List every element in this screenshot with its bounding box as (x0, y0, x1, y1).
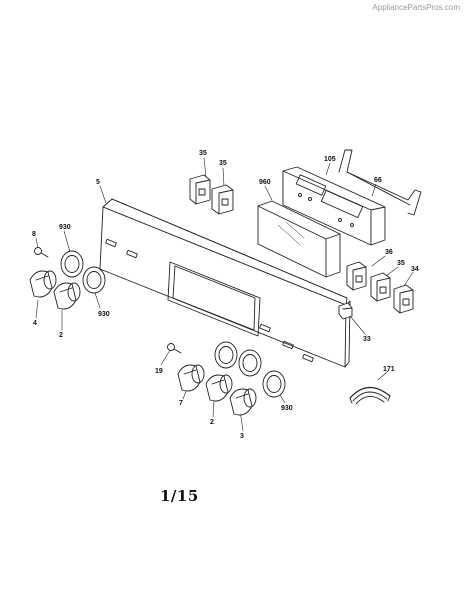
callout-66: 66 (374, 177, 382, 184)
callout-930a: 930 (59, 224, 71, 231)
callout-2a: 2 (59, 332, 63, 339)
page-number: 1/15 (160, 487, 199, 505)
callout-7: 7 (179, 400, 183, 407)
knob-2a (53, 282, 81, 310)
clip-33 (338, 302, 353, 320)
callout-930c: 930 (281, 405, 293, 412)
callout-36: 36 (385, 249, 393, 256)
switch-36 (346, 261, 367, 291)
screw-8 (34, 247, 49, 258)
control-board-105 (282, 166, 386, 246)
callout-960: 960 (259, 179, 271, 186)
callout-19: 19 (155, 368, 163, 375)
bezel-930b (82, 266, 106, 294)
callout-35b: 35 (219, 160, 227, 167)
knob-7 (177, 364, 205, 392)
callout-171: 171 (383, 366, 395, 373)
bezel-930-r1 (214, 341, 238, 369)
callout-33: 33 (363, 336, 371, 343)
callout-105: 105 (324, 156, 336, 163)
callout-8: 8 (32, 231, 36, 238)
switch-35b (211, 184, 234, 215)
watermark-text: AppliancePartsPros.com (372, 3, 460, 12)
glass-960 (257, 200, 341, 278)
callout-4: 4 (33, 320, 37, 327)
callout-3: 3 (240, 433, 244, 440)
control-panel-5 (99, 198, 351, 368)
callout-35a: 35 (199, 150, 207, 157)
switch-35c (370, 272, 391, 302)
clip-171 (349, 386, 391, 405)
bezel-930a (60, 250, 84, 278)
callout-34: 34 (411, 266, 419, 273)
leader-lines (35, 157, 414, 432)
callout-5: 5 (96, 179, 100, 186)
screw-19 (167, 343, 182, 354)
switch-34 (393, 284, 414, 314)
switch-35a (189, 174, 211, 205)
callout-35c: 35 (397, 260, 405, 267)
bezel-930-r3 (262, 370, 286, 398)
callout-930b: 930 (98, 311, 110, 318)
knob-2b (205, 374, 233, 402)
callout-labels: 35 35 105 960 66 5 8 930 4 2 930 36 35 3… (32, 150, 419, 440)
bracket-66 (338, 149, 422, 216)
callout-2b: 2 (210, 419, 214, 426)
bezel-930-r2 (238, 349, 262, 377)
knob-4 (29, 270, 57, 298)
knob-3 (229, 388, 257, 416)
